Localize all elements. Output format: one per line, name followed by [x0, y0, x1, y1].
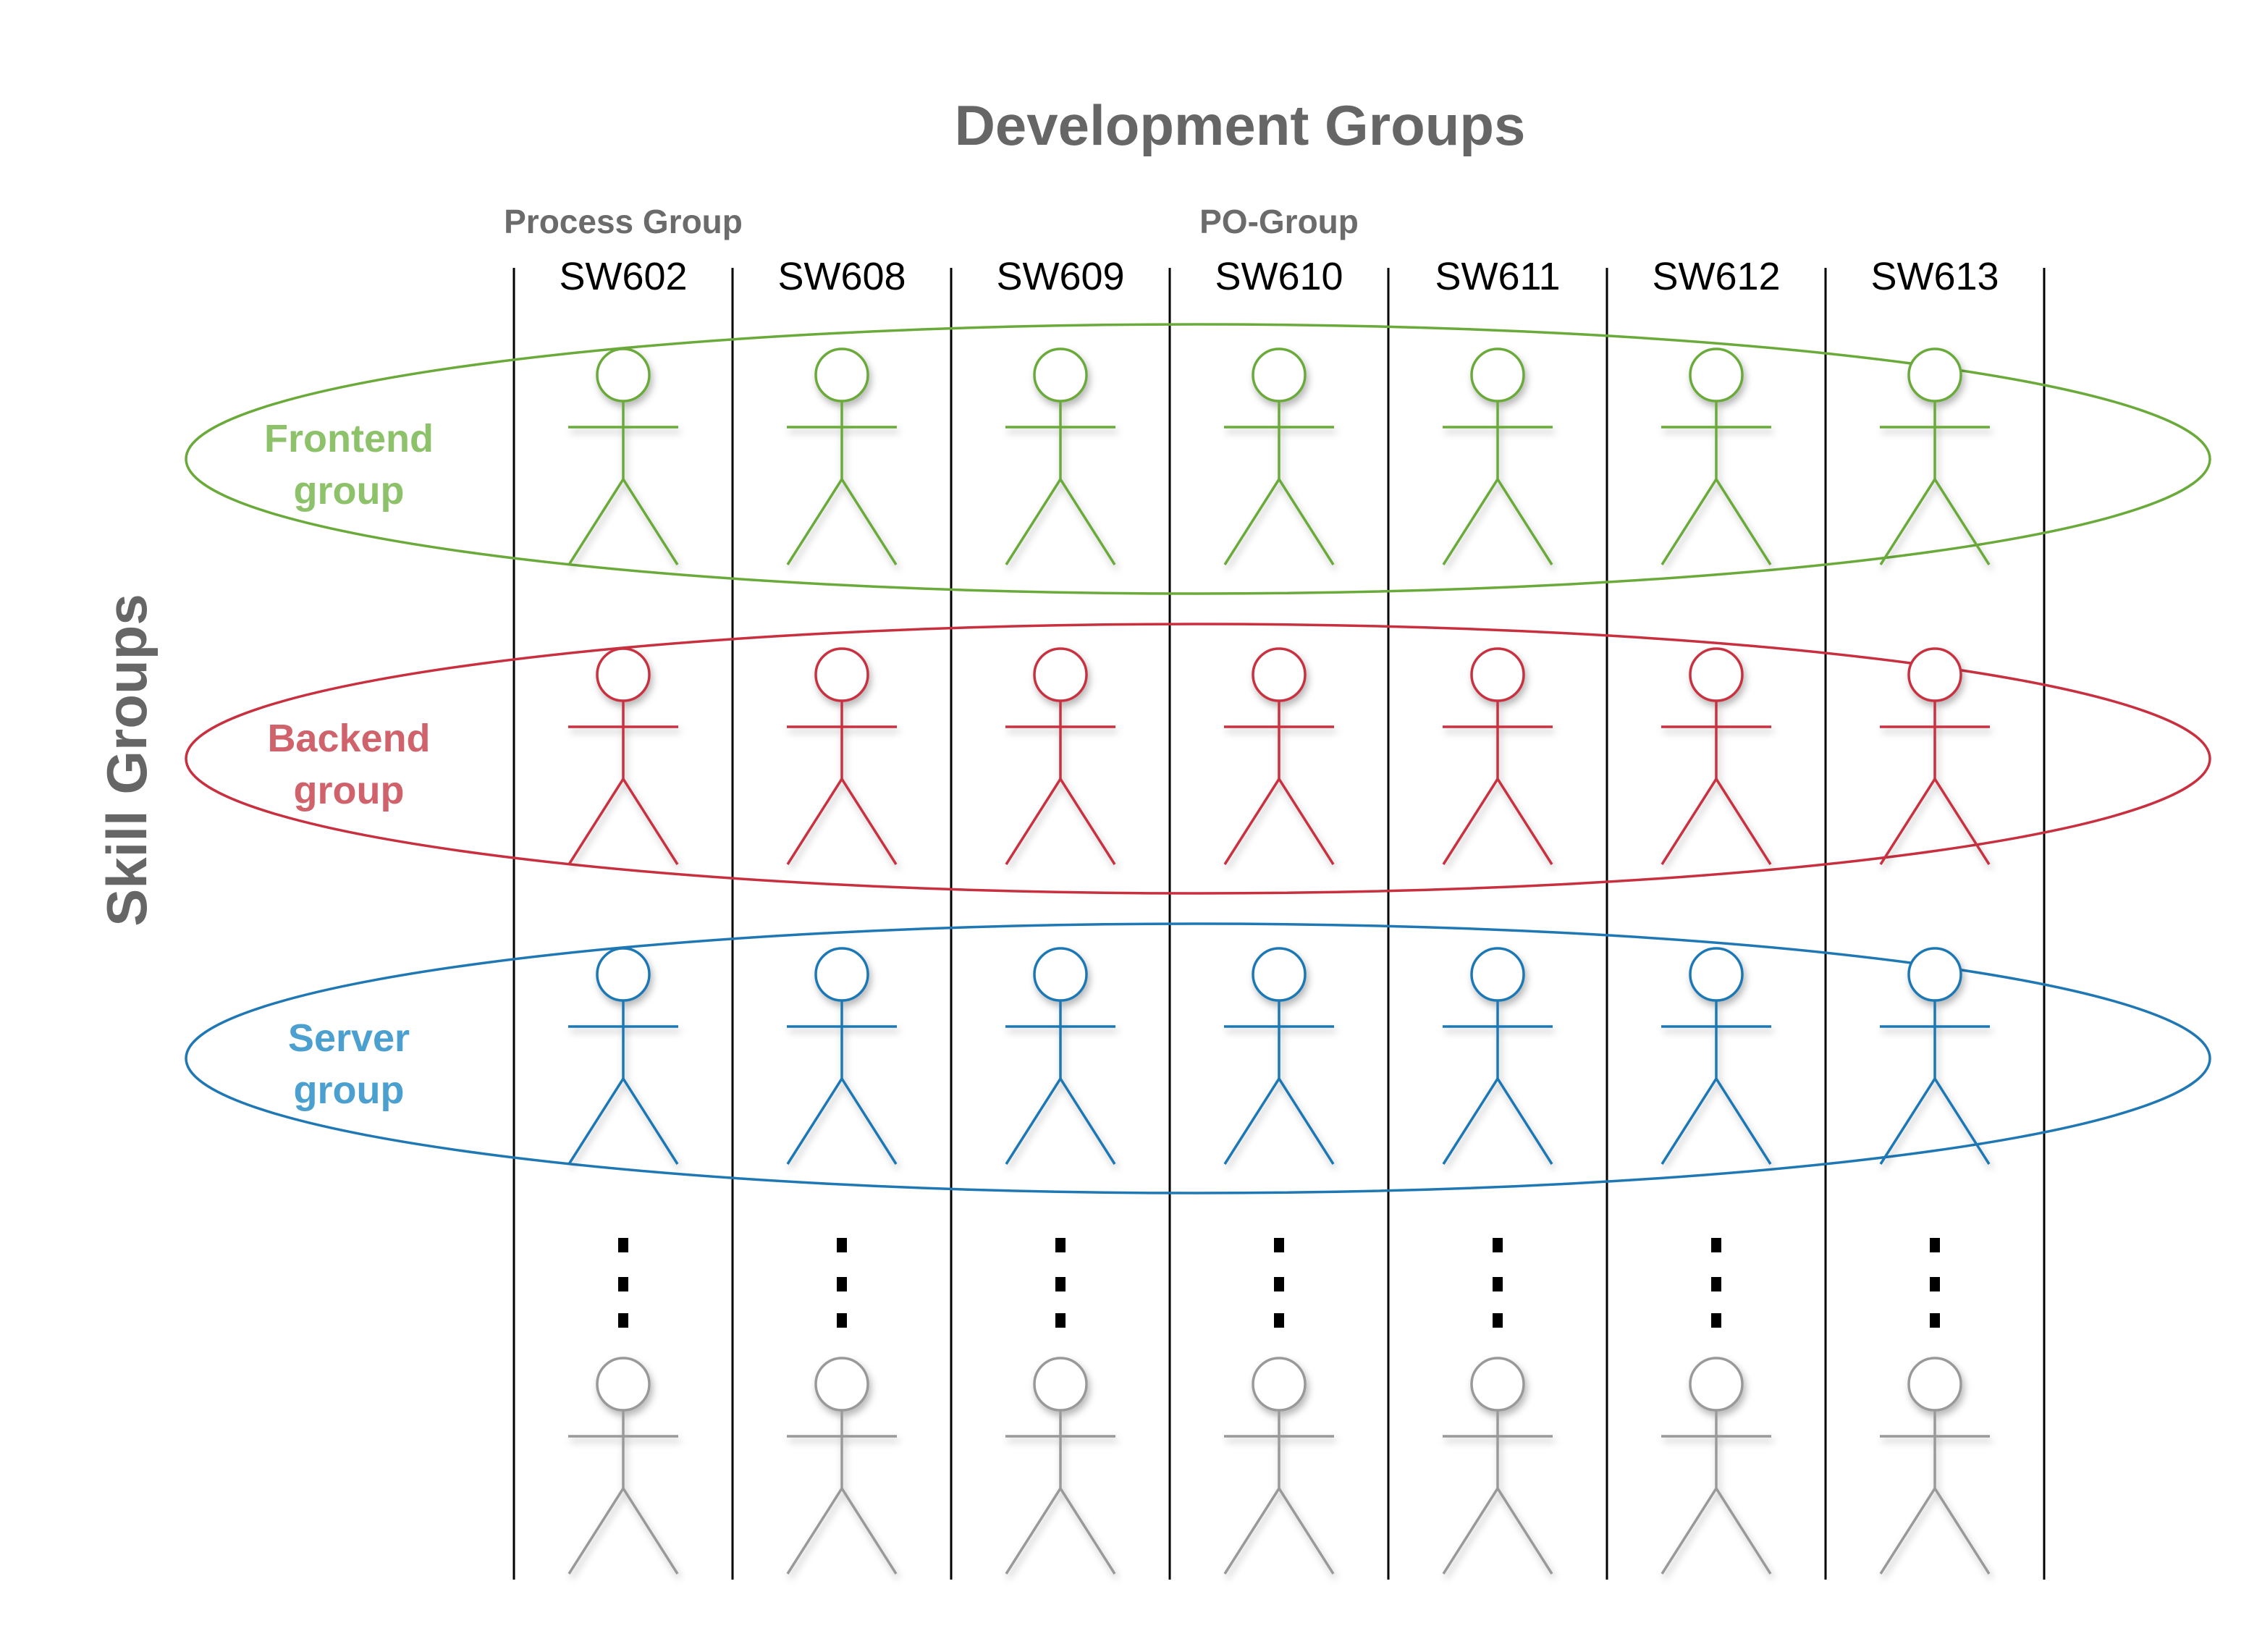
column-header-sw602: SW602: [559, 255, 687, 298]
column-header-sw613: SW613: [1870, 255, 1999, 298]
person-icon: [1005, 647, 1116, 865]
vertical-dots-icon: [618, 1238, 628, 1328]
person-icon: [786, 347, 898, 565]
person-icon: [1661, 647, 1772, 865]
vertical-dots-icon: [1274, 1238, 1284, 1328]
person-icon: [1661, 947, 1772, 1165]
person-icon: [1223, 947, 1335, 1165]
column-dividers: [512, 268, 2046, 1580]
skill-group-backend: Backend group: [185, 623, 2211, 895]
person-icon: [567, 347, 679, 565]
vertical-dots-icon: [1930, 1238, 1940, 1328]
column-header-sw609: SW609: [996, 255, 1124, 298]
person-icon: [1879, 1357, 1991, 1575]
column-header-sw610: SW610: [1215, 255, 1343, 298]
person-icon: [1223, 1357, 1335, 1575]
skill-group-server: Server group: [185, 922, 2211, 1194]
person-icon: [786, 947, 898, 1165]
person-icon: [1442, 347, 1553, 565]
person-icon: [1879, 647, 1991, 865]
column-header-sw612: SW612: [1652, 255, 1780, 298]
column-header-sw611: SW611: [1435, 255, 1560, 298]
column-group-label: Process Group: [504, 203, 743, 240]
skill-group-boundary: [185, 323, 2211, 595]
skill-group-label: Frontend: [264, 417, 434, 460]
person-icon: [1442, 1357, 1553, 1575]
person-icon: [1005, 1357, 1116, 1575]
person-icon: [1879, 947, 1991, 1165]
column-group-labels: Process Group PO-Group: [504, 203, 1359, 240]
skill-group-label: group: [294, 469, 405, 513]
column-header-sw608: SW608: [777, 255, 906, 298]
skill-group-label: Backend: [267, 717, 430, 760]
person-icon: [1223, 647, 1335, 865]
skill-group-frontend: Frontend group: [185, 323, 2211, 595]
diagram-title: Development Groups: [955, 93, 1526, 157]
vertical-dots-icon: [1493, 1238, 1503, 1328]
unassigned-members-row: [567, 1357, 1991, 1575]
vertical-dots-icon: [1711, 1238, 1721, 1328]
continuation-row: [618, 1238, 1940, 1328]
column-headers: SW602 SW608 SW609 SW610 SW611 SW612 SW613: [559, 255, 1999, 298]
person-icon: [1005, 947, 1116, 1165]
person-icon: [786, 1357, 898, 1575]
skill-group-label: group: [294, 769, 405, 812]
skill-groups-axis-label: Skill Groups: [95, 594, 159, 926]
person-icon: [1661, 347, 1772, 565]
skill-group-label: Server: [288, 1016, 410, 1060]
person-icon: [1442, 647, 1553, 865]
person-icon: [1223, 347, 1335, 565]
person-icon: [1879, 347, 1991, 565]
person-icon: [567, 947, 679, 1165]
vertical-dots-icon: [1055, 1238, 1066, 1328]
skill-group-label: group: [294, 1069, 405, 1112]
person-icon: [1442, 947, 1553, 1165]
person-icon: [567, 1357, 679, 1575]
skill-group-boundary: [185, 623, 2211, 895]
person-icon: [567, 647, 679, 865]
column-group-label: PO-Group: [1199, 203, 1359, 240]
vertical-dots-icon: [837, 1238, 847, 1328]
person-icon: [1661, 1357, 1772, 1575]
skill-group-boundary: [185, 922, 2211, 1194]
person-icon: [1005, 347, 1116, 565]
person-icon: [786, 647, 898, 865]
